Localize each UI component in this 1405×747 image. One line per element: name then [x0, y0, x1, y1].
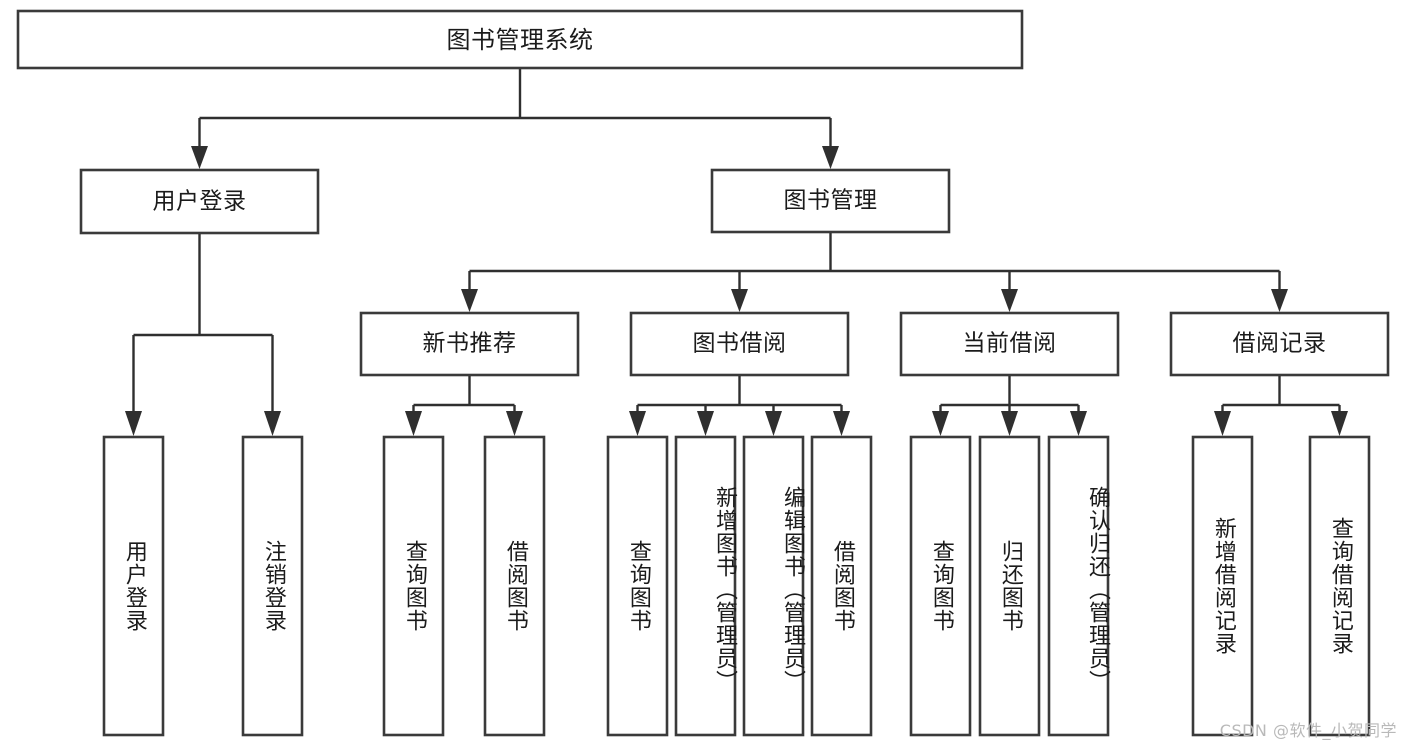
node-root-system-box	[16, 9, 1024, 70]
arrow-head-book-manage	[822, 146, 839, 169]
arrow-head-user-login-child-0	[125, 411, 142, 436]
arrow-head-current-borrow-child-1	[1001, 411, 1018, 436]
node-leaf-borrow-record-1-box	[1308, 435, 1371, 737]
node-leaf-user-login-1-box	[241, 435, 304, 737]
node-leaf-book-borrow-2-box	[742, 435, 805, 737]
arrow-head-book-borrow-child-0	[629, 411, 646, 436]
node-borrow-record[interactable]: 借阅记录	[1169, 311, 1390, 377]
node-current-borrow-label: 当前借阅	[963, 331, 1057, 357]
node-leaf-current-borrow-2-box	[1047, 435, 1110, 737]
node-leaf-new-book-0[interactable]	[382, 435, 445, 737]
node-leaf-book-borrow-1-box	[674, 435, 737, 737]
node-root-system-label: 图书管理系统	[447, 26, 594, 54]
arrow-head-new-book-child-1	[506, 411, 523, 436]
node-leaf-book-borrow-3[interactable]	[810, 435, 873, 737]
node-user-login-box	[79, 168, 320, 235]
arrow-head-new-book-child-0	[405, 411, 422, 436]
connector-layer	[125, 68, 1348, 436]
node-leaf-new-book-1[interactable]	[483, 435, 546, 737]
arrow-head-current-borrow-child-0	[932, 411, 949, 436]
arrow-head-user-login-child-1	[264, 411, 281, 436]
arrow-head-new-book	[461, 289, 478, 312]
node-current-borrow-box	[899, 311, 1120, 377]
node-current-borrow[interactable]: 当前借阅	[899, 311, 1120, 377]
arrow-head-book-borrow-child-1	[697, 411, 714, 436]
node-leaf-current-borrow-0[interactable]	[909, 435, 972, 737]
node-leaf-book-borrow-3-box	[810, 435, 873, 737]
arrow-head-current-borrow	[1001, 289, 1018, 312]
node-new-book-recommend[interactable]: 新书推荐	[359, 311, 580, 377]
node-leaf-borrow-record-0[interactable]	[1191, 435, 1254, 737]
node-leaf-book-borrow-2[interactable]	[742, 435, 805, 737]
node-book-manage-label: 图书管理	[784, 188, 878, 214]
node-leaf-current-borrow-1-box	[978, 435, 1041, 737]
node-leaf-borrow-record-0-box	[1191, 435, 1254, 737]
node-book-manage-box	[710, 168, 951, 234]
node-book-borrow[interactable]: 图书借阅	[629, 311, 850, 377]
node-leaf-book-borrow-1[interactable]	[674, 435, 737, 737]
node-leaf-user-login-0[interactable]	[102, 435, 165, 737]
arrow-head-book-borrow-child-2	[765, 411, 782, 436]
node-leaf-book-borrow-0[interactable]	[606, 435, 669, 737]
node-leaf-current-borrow-1[interactable]	[978, 435, 1041, 737]
node-book-borrow-label: 图书借阅	[693, 331, 787, 357]
node-book-borrow-box	[629, 311, 850, 377]
node-root-system[interactable]: 图书管理系统	[16, 9, 1024, 70]
arrow-head-book-borrow-child-3	[833, 411, 850, 436]
node-leaf-user-login-0-box	[102, 435, 165, 737]
node-leaf-borrow-record-1[interactable]	[1308, 435, 1371, 737]
arrow-head-borrow-record-child-0	[1214, 411, 1231, 436]
arrow-head-current-borrow-child-2	[1070, 411, 1087, 436]
node-new-book-recommend-label: 新书推荐	[423, 331, 517, 357]
node-leaf-book-borrow-0-box	[606, 435, 669, 737]
watermark-credit: CSDN @软件_小贺同学	[1219, 721, 1397, 740]
arrow-head-user-login	[191, 146, 208, 169]
arrow-head-borrow-record	[1271, 289, 1288, 312]
node-leaf-user-login-1[interactable]	[241, 435, 304, 737]
node-borrow-record-label: 借阅记录	[1233, 331, 1327, 357]
node-book-manage[interactable]: 图书管理	[710, 168, 951, 234]
node-user-login[interactable]: 用户登录	[79, 168, 320, 235]
arrow-head-borrow-record-child-1	[1331, 411, 1348, 436]
node-new-book-recommend-box	[359, 311, 580, 377]
node-leaf-current-borrow-2[interactable]	[1047, 435, 1110, 737]
node-leaf-new-book-0-box	[382, 435, 445, 737]
arrow-head-book-borrow	[731, 289, 748, 312]
node-borrow-record-box	[1169, 311, 1390, 377]
node-user-login-label: 用户登录	[153, 189, 247, 215]
node-leaf-current-borrow-0-box	[909, 435, 972, 737]
node-leaf-new-book-1-box	[483, 435, 546, 737]
